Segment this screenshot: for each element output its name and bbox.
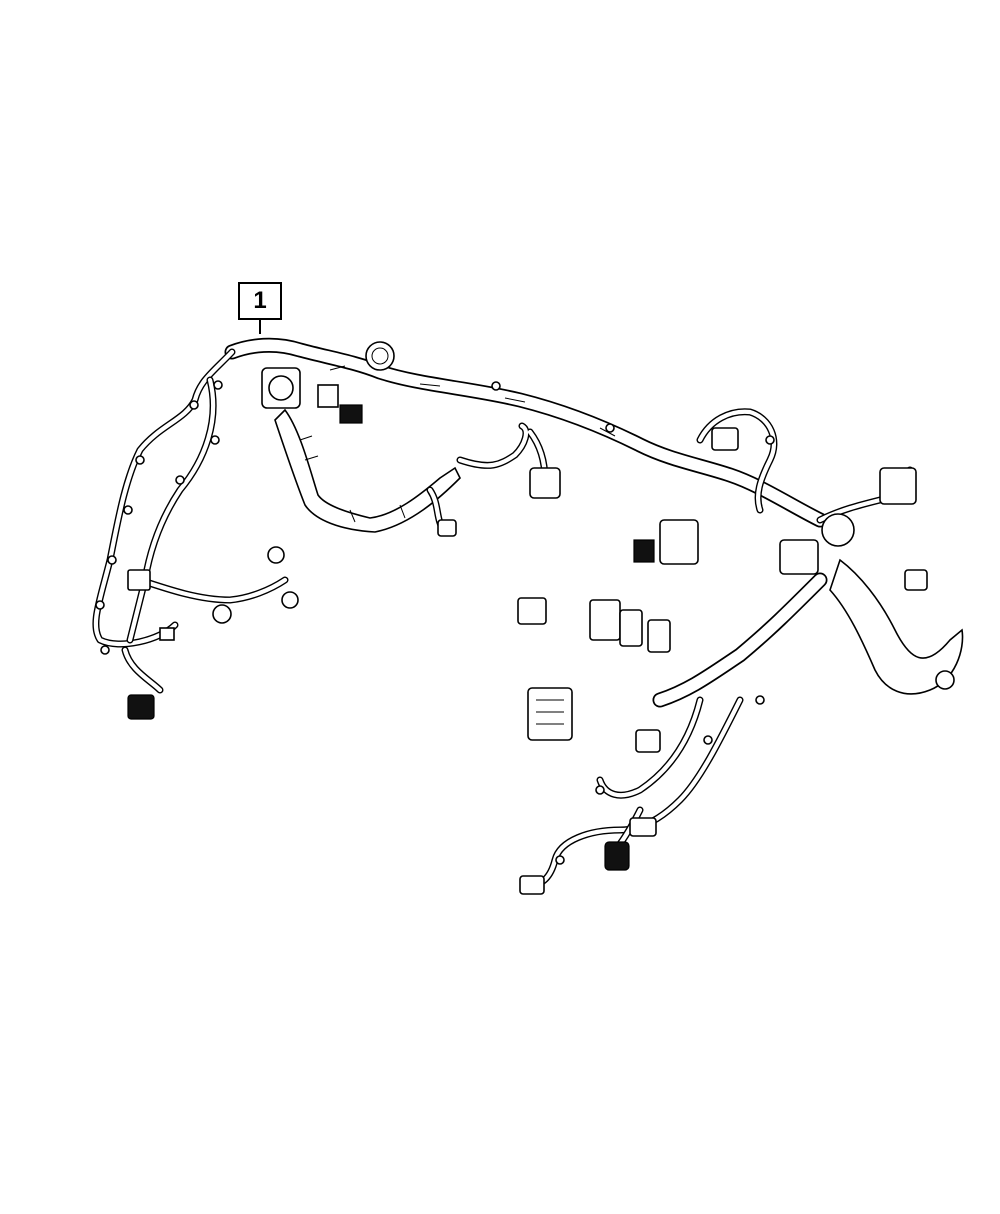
callout-1-leader [259, 320, 261, 334]
right-harness-bracket [779, 466, 964, 695]
left-harness-branch [92, 348, 299, 720]
main-harness-trunk [224, 337, 828, 528]
right-upper-branch [633, 408, 778, 565]
steering-column-bracket [261, 341, 461, 533]
callout-1: 1 [238, 282, 282, 320]
wire-clips [95, 380, 775, 865]
center-harness-branch [426, 422, 561, 537]
lower-harness-trunk [517, 572, 828, 895]
callout-1-label: 1 [253, 287, 267, 314]
